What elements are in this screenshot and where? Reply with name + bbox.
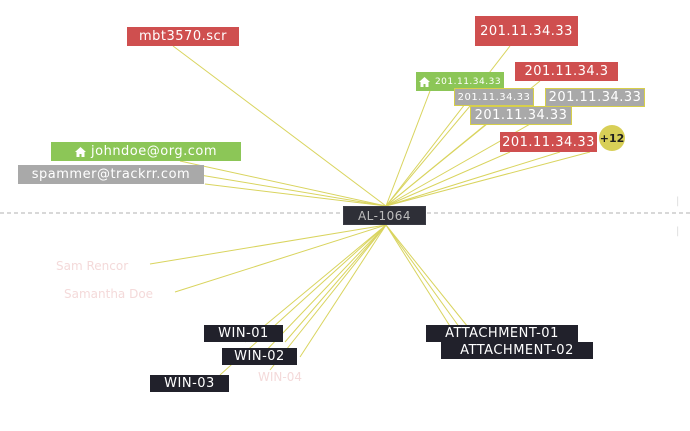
ip-node-home[interactable]: 201.11.34.33 bbox=[416, 72, 504, 91]
connection-edge bbox=[385, 45, 511, 207]
connection-edge bbox=[385, 90, 431, 207]
connection-edge bbox=[385, 151, 511, 207]
ip-node[interactable]: 201.11.34.33 bbox=[470, 106, 572, 125]
connection-edge bbox=[385, 124, 486, 207]
faded-host-label: WIN-04 bbox=[258, 370, 302, 384]
ip-node[interactable]: 201.11.34.33 bbox=[500, 132, 597, 152]
connection-edge bbox=[244, 224, 387, 343]
connection-edge bbox=[199, 174, 387, 207]
email-node-home[interactable]: johndoe@org.com bbox=[51, 142, 241, 161]
email-node[interactable]: spammer@trackrr.com bbox=[18, 165, 204, 184]
attachment-node[interactable]: ATTACHMENT-01 bbox=[426, 325, 578, 342]
connection-edge bbox=[299, 224, 387, 358]
connection-edge bbox=[385, 224, 471, 343]
connection-edge bbox=[385, 151, 561, 207]
faded-person-label: Sam Rencor bbox=[56, 259, 129, 273]
ip-node[interactable]: 201.11.34.3 bbox=[515, 62, 618, 81]
host-node[interactable]: WIN-01 bbox=[204, 325, 283, 342]
ip-node-label: 201.11.34.33 bbox=[434, 76, 502, 87]
connection-edge bbox=[284, 224, 387, 343]
connection-edge bbox=[149, 224, 387, 265]
connection-edge bbox=[204, 183, 387, 207]
offscreen-marker: | bbox=[676, 226, 680, 237]
connection-edge bbox=[172, 45, 387, 207]
connection-edge bbox=[385, 105, 471, 207]
host-node[interactable]: WIN-02 bbox=[222, 348, 297, 365]
ip-node[interactable]: 201.11.34.33 bbox=[545, 88, 645, 107]
connection-edge bbox=[385, 224, 481, 343]
connection-edge bbox=[269, 224, 387, 371]
hub-node[interactable]: AL-1064 bbox=[343, 206, 426, 225]
connection-edge bbox=[385, 224, 461, 343]
host-node[interactable]: WIN-03 bbox=[150, 375, 229, 392]
file-node[interactable]: mbt3570.scr bbox=[127, 27, 239, 46]
ip-node[interactable]: 201.11.34.33 bbox=[475, 16, 578, 46]
faded-person-label: Samantha Doe bbox=[64, 287, 154, 301]
offscreen-marker: | bbox=[676, 196, 680, 207]
connection-edge bbox=[385, 151, 591, 207]
more-nodes-badge[interactable]: +12 bbox=[599, 125, 625, 151]
edges bbox=[149, 45, 591, 376]
home-icon bbox=[75, 146, 87, 157]
ip-node[interactable]: 201.11.34.33 bbox=[454, 88, 534, 106]
connection-edge bbox=[179, 160, 387, 207]
connection-edge bbox=[174, 224, 387, 293]
home-icon bbox=[418, 76, 430, 87]
email-node-label: johndoe@org.com bbox=[91, 144, 217, 159]
attachment-node[interactable]: ATTACHMENT-02 bbox=[441, 342, 593, 359]
